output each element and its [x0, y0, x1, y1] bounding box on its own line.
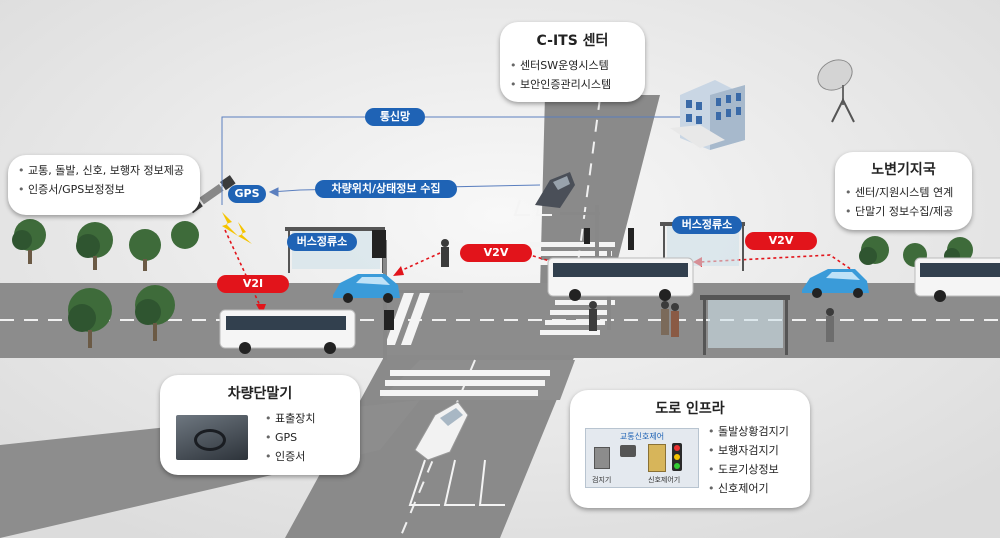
bus-right: [914, 257, 1000, 302]
list-item: GPS: [265, 428, 315, 447]
detector-label: 검지기: [592, 476, 612, 484]
list-item: 도로기상정보: [708, 460, 789, 479]
lightning-icon: [222, 212, 252, 244]
roadside-station-title: 노변기지국: [871, 162, 936, 178]
road-infra-list: 돌발상황검지기 보행자검지기 도로기상정보 신호제어기: [708, 422, 789, 498]
building-icon: [670, 80, 745, 150]
trees: [12, 219, 973, 348]
car-white: [414, 401, 469, 461]
bus-left: [219, 309, 356, 354]
info-bubble: 교통, 돌발, 신호, 보행자 정보제공 인증서/GPS보정정보: [8, 155, 200, 215]
signal-control-panel: 교통신호제어 검지기 신호제어기: [585, 428, 699, 488]
list-item: 인증서/GPS보정정보: [18, 180, 190, 199]
car-blue-left: [333, 274, 400, 303]
list-item: 센터/지원시스템 연계: [845, 183, 964, 202]
roadside-station-bubble: 노변기지국 센터/지원시스템 연계 단말기 정보수집/제공: [835, 152, 972, 230]
car-blue-right: [802, 269, 869, 298]
vehicle-terminal-title: 차량단말기: [227, 386, 293, 402]
bus-center: [547, 257, 694, 301]
controller-box-icon: [648, 444, 666, 472]
list-item: 보행자검지기: [708, 441, 789, 460]
vehicle-interior-image: [176, 415, 248, 460]
list-item: 신호제어기: [708, 479, 789, 498]
gps-label: GPS: [228, 185, 266, 203]
list-item: 인증서: [265, 447, 315, 466]
v2i-label: V2I: [217, 275, 289, 293]
pedestrians: [441, 239, 834, 342]
collect-label: 차량위치/상태정보 수집: [315, 180, 457, 198]
list-item: 보안인증관리시스템: [510, 75, 635, 94]
v2v-label-center: V2V: [460, 244, 532, 262]
cits-center-list: 센터SW운영시스템 보안인증관리시스템: [510, 56, 635, 94]
list-item: 표출장치: [265, 409, 315, 428]
car-dark: [535, 172, 575, 208]
bus-stop-label-right: 버스정류소: [672, 216, 742, 234]
detector-icon: [594, 447, 610, 469]
list-item: 돌발상황검지기: [708, 422, 789, 441]
info-list: 교통, 돌발, 신호, 보행자 정보제공 인증서/GPS보정정보: [18, 161, 190, 199]
vehicle-terminal-bubble: 차량단말기 표출장치 GPS 인증서: [160, 375, 360, 475]
list-item: 교통, 돌발, 신호, 보행자 정보제공: [18, 161, 190, 180]
road-infra-title: 도로 인프라: [655, 401, 725, 417]
roadside-station-list: 센터/지원시스템 연계 단말기 정보수집/제공: [843, 183, 964, 221]
controller-label: 신호제어기: [648, 476, 681, 484]
list-item: 센터SW운영시스템: [510, 56, 635, 75]
road-infra-bubble: 도로 인프라 교통신호제어 검지기 신호제어기 돌발상황검지기 보행자검지기 도…: [570, 390, 810, 508]
cits-center-bubble: C-ITS 센터 센터SW운영시스템 보안인증관리시스템: [500, 22, 645, 102]
satellite-dish-icon: [817, 59, 855, 123]
traffic-light-icon: [672, 443, 682, 471]
signal-control-panel-title: 교통신호제어: [619, 432, 665, 441]
v2v-label-right: V2V: [745, 232, 817, 250]
network-label: 통신망: [365, 108, 425, 126]
list-item: 단말기 정보수집/제공: [845, 202, 964, 221]
vehicle-terminal-list: 표출장치 GPS 인증서: [265, 409, 315, 466]
bus-stop-label-left: 버스정류소: [287, 233, 357, 251]
camera-icon: [620, 445, 636, 457]
cits-center-title: C-ITS 센터: [536, 33, 609, 49]
